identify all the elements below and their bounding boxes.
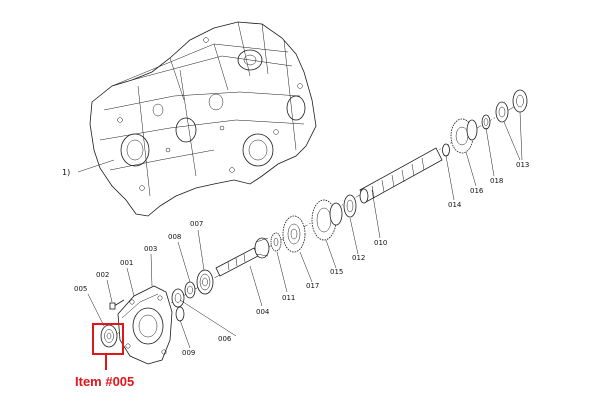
part-009-washer bbox=[175, 306, 185, 322]
label-003: 003 bbox=[144, 245, 157, 253]
label-005: 005 bbox=[74, 285, 87, 293]
label-010: 010 bbox=[374, 239, 387, 247]
highlight-box bbox=[92, 323, 124, 355]
label-008: 008 bbox=[168, 233, 181, 241]
item-005-highlight: Item #005 bbox=[75, 323, 134, 389]
part-012-bearing bbox=[343, 194, 357, 218]
highlight-label: Item #005 bbox=[75, 374, 134, 389]
label-015: 015 bbox=[330, 268, 343, 276]
label-009: 009 bbox=[182, 349, 195, 357]
label-002: 002 bbox=[96, 271, 109, 279]
part-002-bolt bbox=[109, 299, 125, 310]
leader-lines bbox=[87, 111, 523, 349]
label-013: 013 bbox=[516, 161, 529, 169]
part-010-main-shaft bbox=[359, 147, 443, 204]
label-001: 001 bbox=[120, 259, 133, 267]
label-004: 004 bbox=[256, 308, 270, 316]
label-017: 017 bbox=[306, 282, 319, 290]
label-006: 006 bbox=[218, 335, 232, 343]
part-014-bearing bbox=[442, 143, 450, 157]
label-007: 007 bbox=[190, 220, 203, 228]
part-015-gear bbox=[311, 199, 343, 241]
label-018: 018 bbox=[490, 177, 503, 185]
part-007-bearing bbox=[196, 269, 214, 295]
part-013-bearing-a bbox=[495, 101, 509, 123]
label-012: 012 bbox=[352, 254, 365, 262]
transmission-housing bbox=[89, 21, 317, 217]
part-labels: 005 002 001 003 008 007 006 009 004 011 … bbox=[74, 161, 529, 357]
part-004-shaft bbox=[215, 237, 270, 277]
part-017-gear bbox=[282, 215, 306, 253]
part-016-gear bbox=[450, 118, 478, 154]
label-011: 011 bbox=[282, 294, 295, 302]
label-016: 016 bbox=[470, 187, 484, 195]
part-006-bearing bbox=[171, 288, 185, 308]
label-014: 014 bbox=[448, 201, 462, 209]
part-013-bearing-b bbox=[512, 89, 528, 113]
housing-label: 1) bbox=[62, 168, 70, 177]
part-001-003-front-cover bbox=[117, 285, 173, 365]
housing-leader-line bbox=[77, 159, 115, 173]
part-008-seal bbox=[184, 281, 196, 299]
part-011-gear bbox=[270, 232, 282, 252]
part-005-bearing bbox=[100, 324, 118, 348]
part-018-bearing bbox=[481, 114, 491, 130]
